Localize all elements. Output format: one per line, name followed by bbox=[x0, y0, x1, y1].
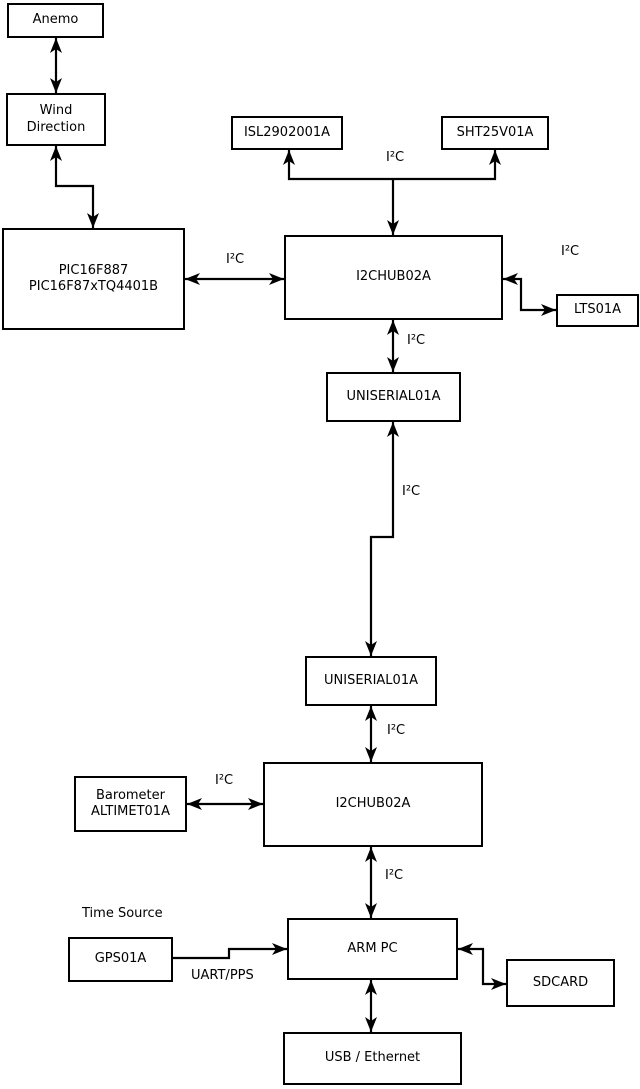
edge-uniserial1-uniserial2 bbox=[365, 422, 399, 656]
node-uniserial01a-upper: UNISERIAL01A bbox=[326, 372, 461, 422]
node-barometer-altimet01a: Barometer ALTIMET01A bbox=[74, 776, 187, 832]
node-label: LTS01A bbox=[573, 302, 622, 318]
node-arm-pc: ARM PC bbox=[287, 918, 458, 980]
node-label: UNISERIAL01A bbox=[346, 388, 441, 404]
edge-label-i2c-hub1-uniserial1: I²C bbox=[407, 333, 426, 348]
edge-label-uart-pps: UART/PPS bbox=[191, 968, 254, 983]
node-label: USB / Ethernet bbox=[324, 1050, 421, 1066]
node-i2chub02a-upper: I2CHUB02A bbox=[284, 235, 503, 320]
edge-label-i2c-hub2-armpc: I²C bbox=[385, 868, 404, 883]
edge-label-i2c-pic-hub1: I²C bbox=[226, 252, 245, 267]
node-label: SHT25V01A bbox=[456, 124, 534, 140]
node-anemo: Anemo bbox=[7, 3, 104, 38]
node-gps01a: GPS01A bbox=[68, 937, 173, 982]
edge-label-i2c-uniserial2-hub2: I²C bbox=[387, 723, 406, 738]
edge-hub1-lts bbox=[503, 273, 556, 316]
node-uniserial01a-lower: UNISERIAL01A bbox=[305, 656, 437, 706]
node-sht25v01a: SHT25V01A bbox=[441, 116, 549, 150]
edge-label-i2c-sensor-branch: I²C bbox=[386, 150, 405, 165]
node-sdcard: SDCARD bbox=[506, 959, 615, 1007]
node-label: SDCARD bbox=[532, 974, 589, 990]
edge-label-i2c-hub1-lts: I²C bbox=[561, 244, 580, 259]
node-wind-direction: Wind Direction bbox=[6, 93, 106, 146]
edge-label-i2c-barometer-hub2: I²C bbox=[215, 773, 234, 788]
node-label: ISL2902001A bbox=[243, 124, 331, 140]
node-lts01a: LTS01A bbox=[556, 294, 639, 327]
node-label: I2CHUB02A bbox=[335, 796, 411, 812]
node-label: PIC16F887 PIC16F87xTQ4401B bbox=[28, 262, 159, 294]
node-label: Barometer ALTIMET01A bbox=[91, 787, 170, 819]
node-label: Wind Direction bbox=[26, 103, 86, 135]
edge-label-i2c-uniserial-link: I²C bbox=[402, 484, 421, 499]
node-i2chub02a-lower: I2CHUB02A bbox=[263, 762, 483, 847]
edge-armpc-sdcard bbox=[458, 943, 506, 990]
node-label: GPS01A bbox=[94, 951, 147, 967]
node-label: Anemo bbox=[32, 12, 79, 28]
node-label: UNISERIAL01A bbox=[324, 672, 418, 688]
node-label: I2CHUB02A bbox=[356, 269, 431, 285]
node-isl2902001a: ISL2902001A bbox=[231, 116, 343, 150]
node-pic-microcontroller: PIC16F887 PIC16F87xTQ4401B bbox=[2, 228, 185, 330]
node-usb-ethernet: USB / Ethernet bbox=[283, 1032, 462, 1085]
edge-wind-pic bbox=[50, 146, 99, 228]
edge-label-time-source: Time Source bbox=[82, 906, 163, 921]
node-label: ARM PC bbox=[347, 940, 398, 956]
edge-gps-armpc bbox=[173, 943, 287, 960]
